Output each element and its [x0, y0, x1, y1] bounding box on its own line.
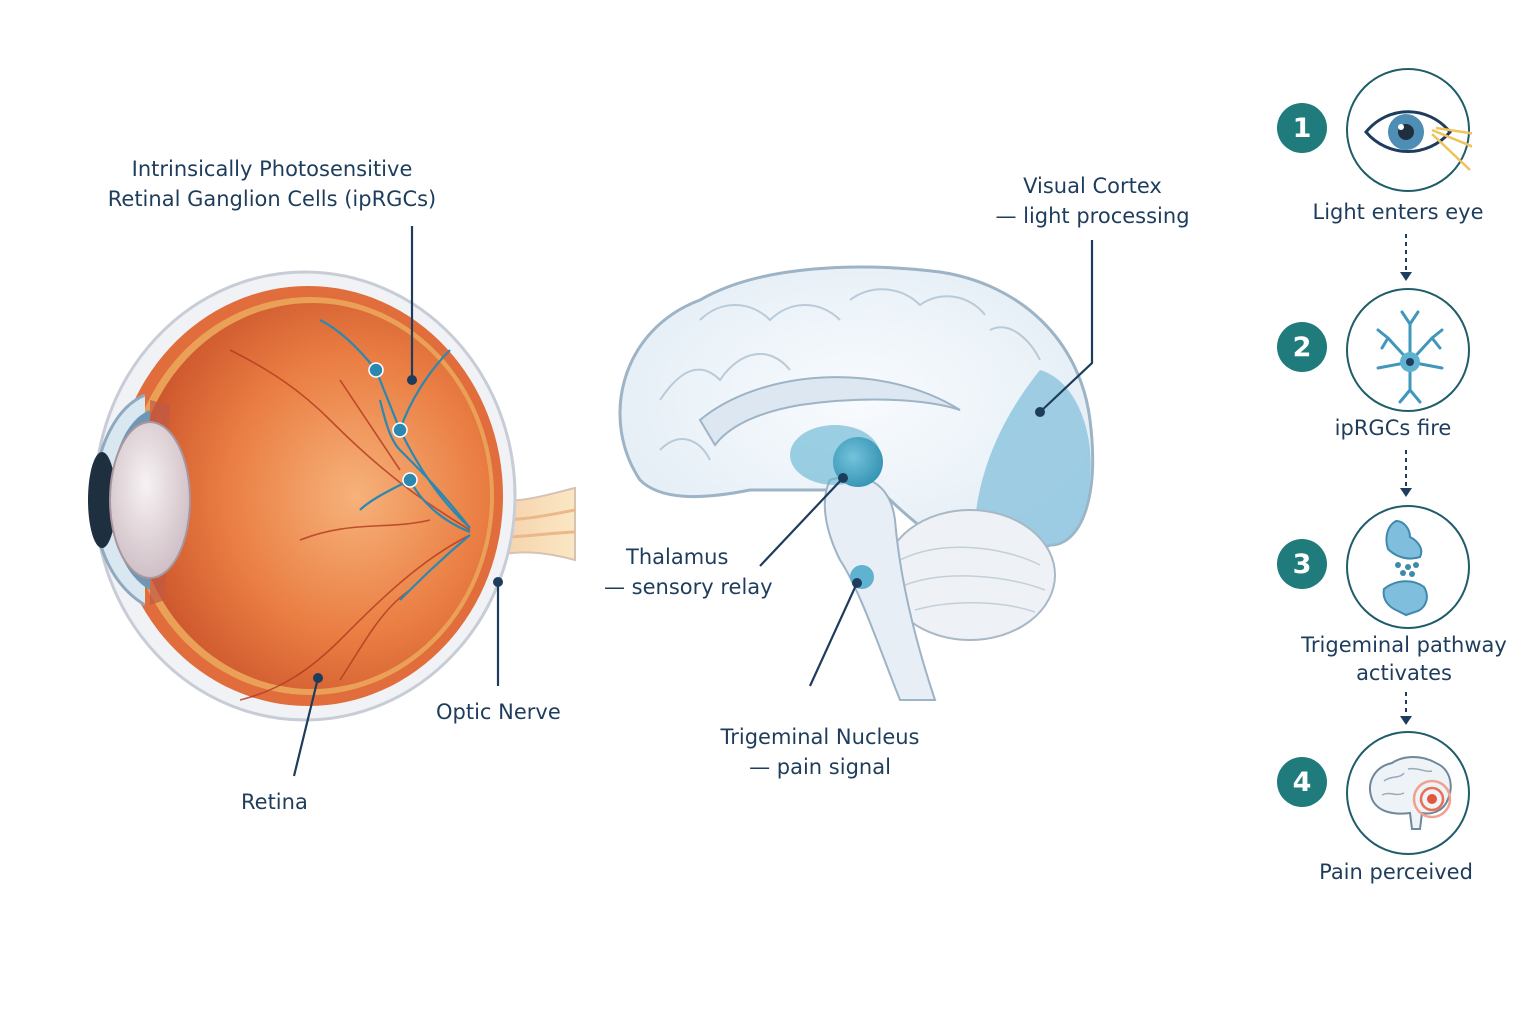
optic-nerve-label: Optic Nerve — [436, 700, 561, 724]
iprgc-label: Intrinsically Photosensitive Retinal Gan… — [107, 157, 437, 211]
step-4-circle — [1346, 731, 1470, 855]
step-1-label: Light enters eye — [1312, 200, 1484, 224]
step-2-circle — [1346, 288, 1470, 412]
thalamus-label: Thalamus — sensory relay — [604, 545, 773, 599]
step-3-number: 3 — [1277, 539, 1327, 589]
step-4-label: Pain perceived — [1319, 860, 1473, 884]
step-2-label: ipRGCs fire — [1334, 416, 1452, 440]
step-3-circle — [1346, 505, 1470, 629]
cerebrum-shape — [618, 265, 1095, 562]
neuron-icon — [1376, 310, 1444, 404]
step-1-number: 1 — [1277, 103, 1327, 153]
visual-cortex-label: Visual Cortex — light processing — [995, 174, 1190, 228]
brain-pain-icon — [1369, 756, 1452, 830]
brainstem-shape — [823, 475, 937, 701]
step-1-circle — [1346, 68, 1472, 192]
retina-label: Retina — [241, 790, 308, 814]
eye-icon — [1364, 110, 1472, 171]
step-3-label: Trigeminal pathway activates — [1301, 633, 1507, 685]
synapse-icon — [1382, 519, 1428, 617]
trigeminal-nucleus-label: Trigeminal Nucleus — pain signal — [720, 725, 920, 779]
step-2-number: 2 — [1277, 322, 1327, 372]
visual-cortex-shape — [975, 370, 1091, 549]
step-4-number: 4 — [1277, 757, 1327, 807]
